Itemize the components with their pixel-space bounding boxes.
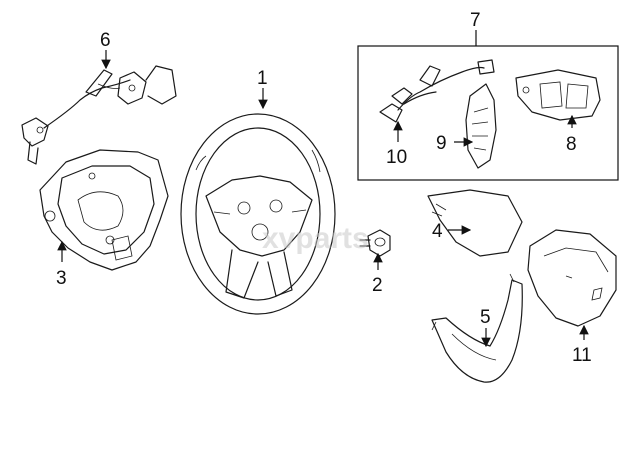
callout-2: 2 bbox=[372, 275, 383, 296]
callout-10: 10 bbox=[386, 147, 407, 168]
callout-9: 9 bbox=[436, 133, 447, 154]
part-3-back-cover bbox=[39, 149, 169, 271]
callout-5: 5 bbox=[480, 307, 491, 328]
watermark: xvparts bbox=[262, 222, 369, 255]
callout-labels: 1 2 3 4 5 6 7 8 9 10 11 bbox=[56, 10, 592, 366]
callout-11: 11 bbox=[572, 345, 592, 366]
part-2-bolt bbox=[359, 229, 391, 257]
part-1-steering-wheel bbox=[180, 113, 336, 315]
part-7-kit-box bbox=[357, 30, 619, 181]
callout-1: 1 bbox=[257, 68, 268, 89]
callout-8: 8 bbox=[566, 134, 577, 155]
leader-lines bbox=[57, 50, 589, 348]
part-11-cover bbox=[527, 229, 617, 327]
part-6-harness bbox=[21, 65, 177, 165]
part-4-trim-cover bbox=[427, 189, 523, 257]
callout-7: 7 bbox=[470, 10, 481, 31]
part-10-sub-harness bbox=[379, 59, 495, 123]
part-8-switch-assembly bbox=[515, 69, 601, 121]
callout-6: 6 bbox=[100, 30, 111, 51]
part-9-switch bbox=[465, 83, 497, 169]
callout-3: 3 bbox=[56, 268, 67, 289]
part-5-lower-trim bbox=[431, 273, 523, 383]
callout-4: 4 bbox=[432, 221, 443, 242]
